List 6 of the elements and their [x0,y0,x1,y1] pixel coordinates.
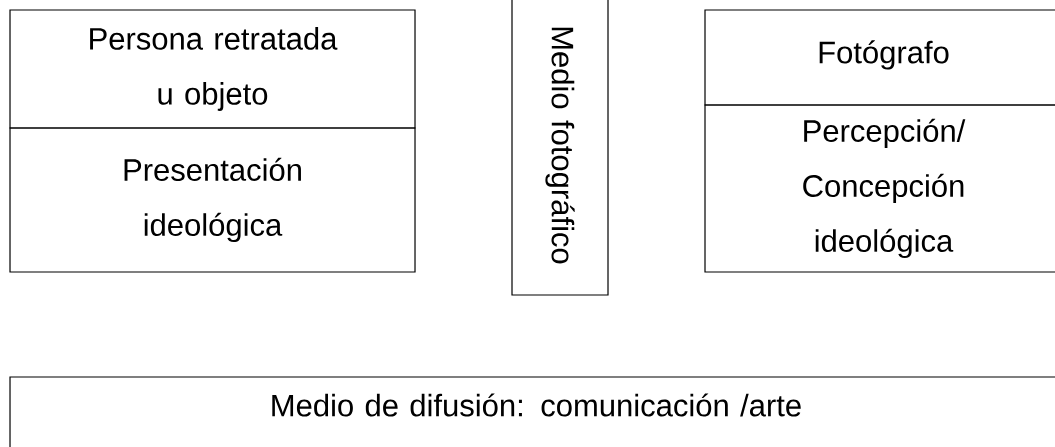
section-box: Persona retratada u objeto [9,9,416,129]
wide-box: Medio de difusión: comunicación /arte [9,376,1055,447]
section-box: Fotógrafo [704,9,1055,106]
section-box: Presentación ideológica [9,127,416,273]
section-box: Percepción/ Concepción ideológica [704,104,1055,273]
vertical-box: Medio fotográfico [511,0,609,296]
